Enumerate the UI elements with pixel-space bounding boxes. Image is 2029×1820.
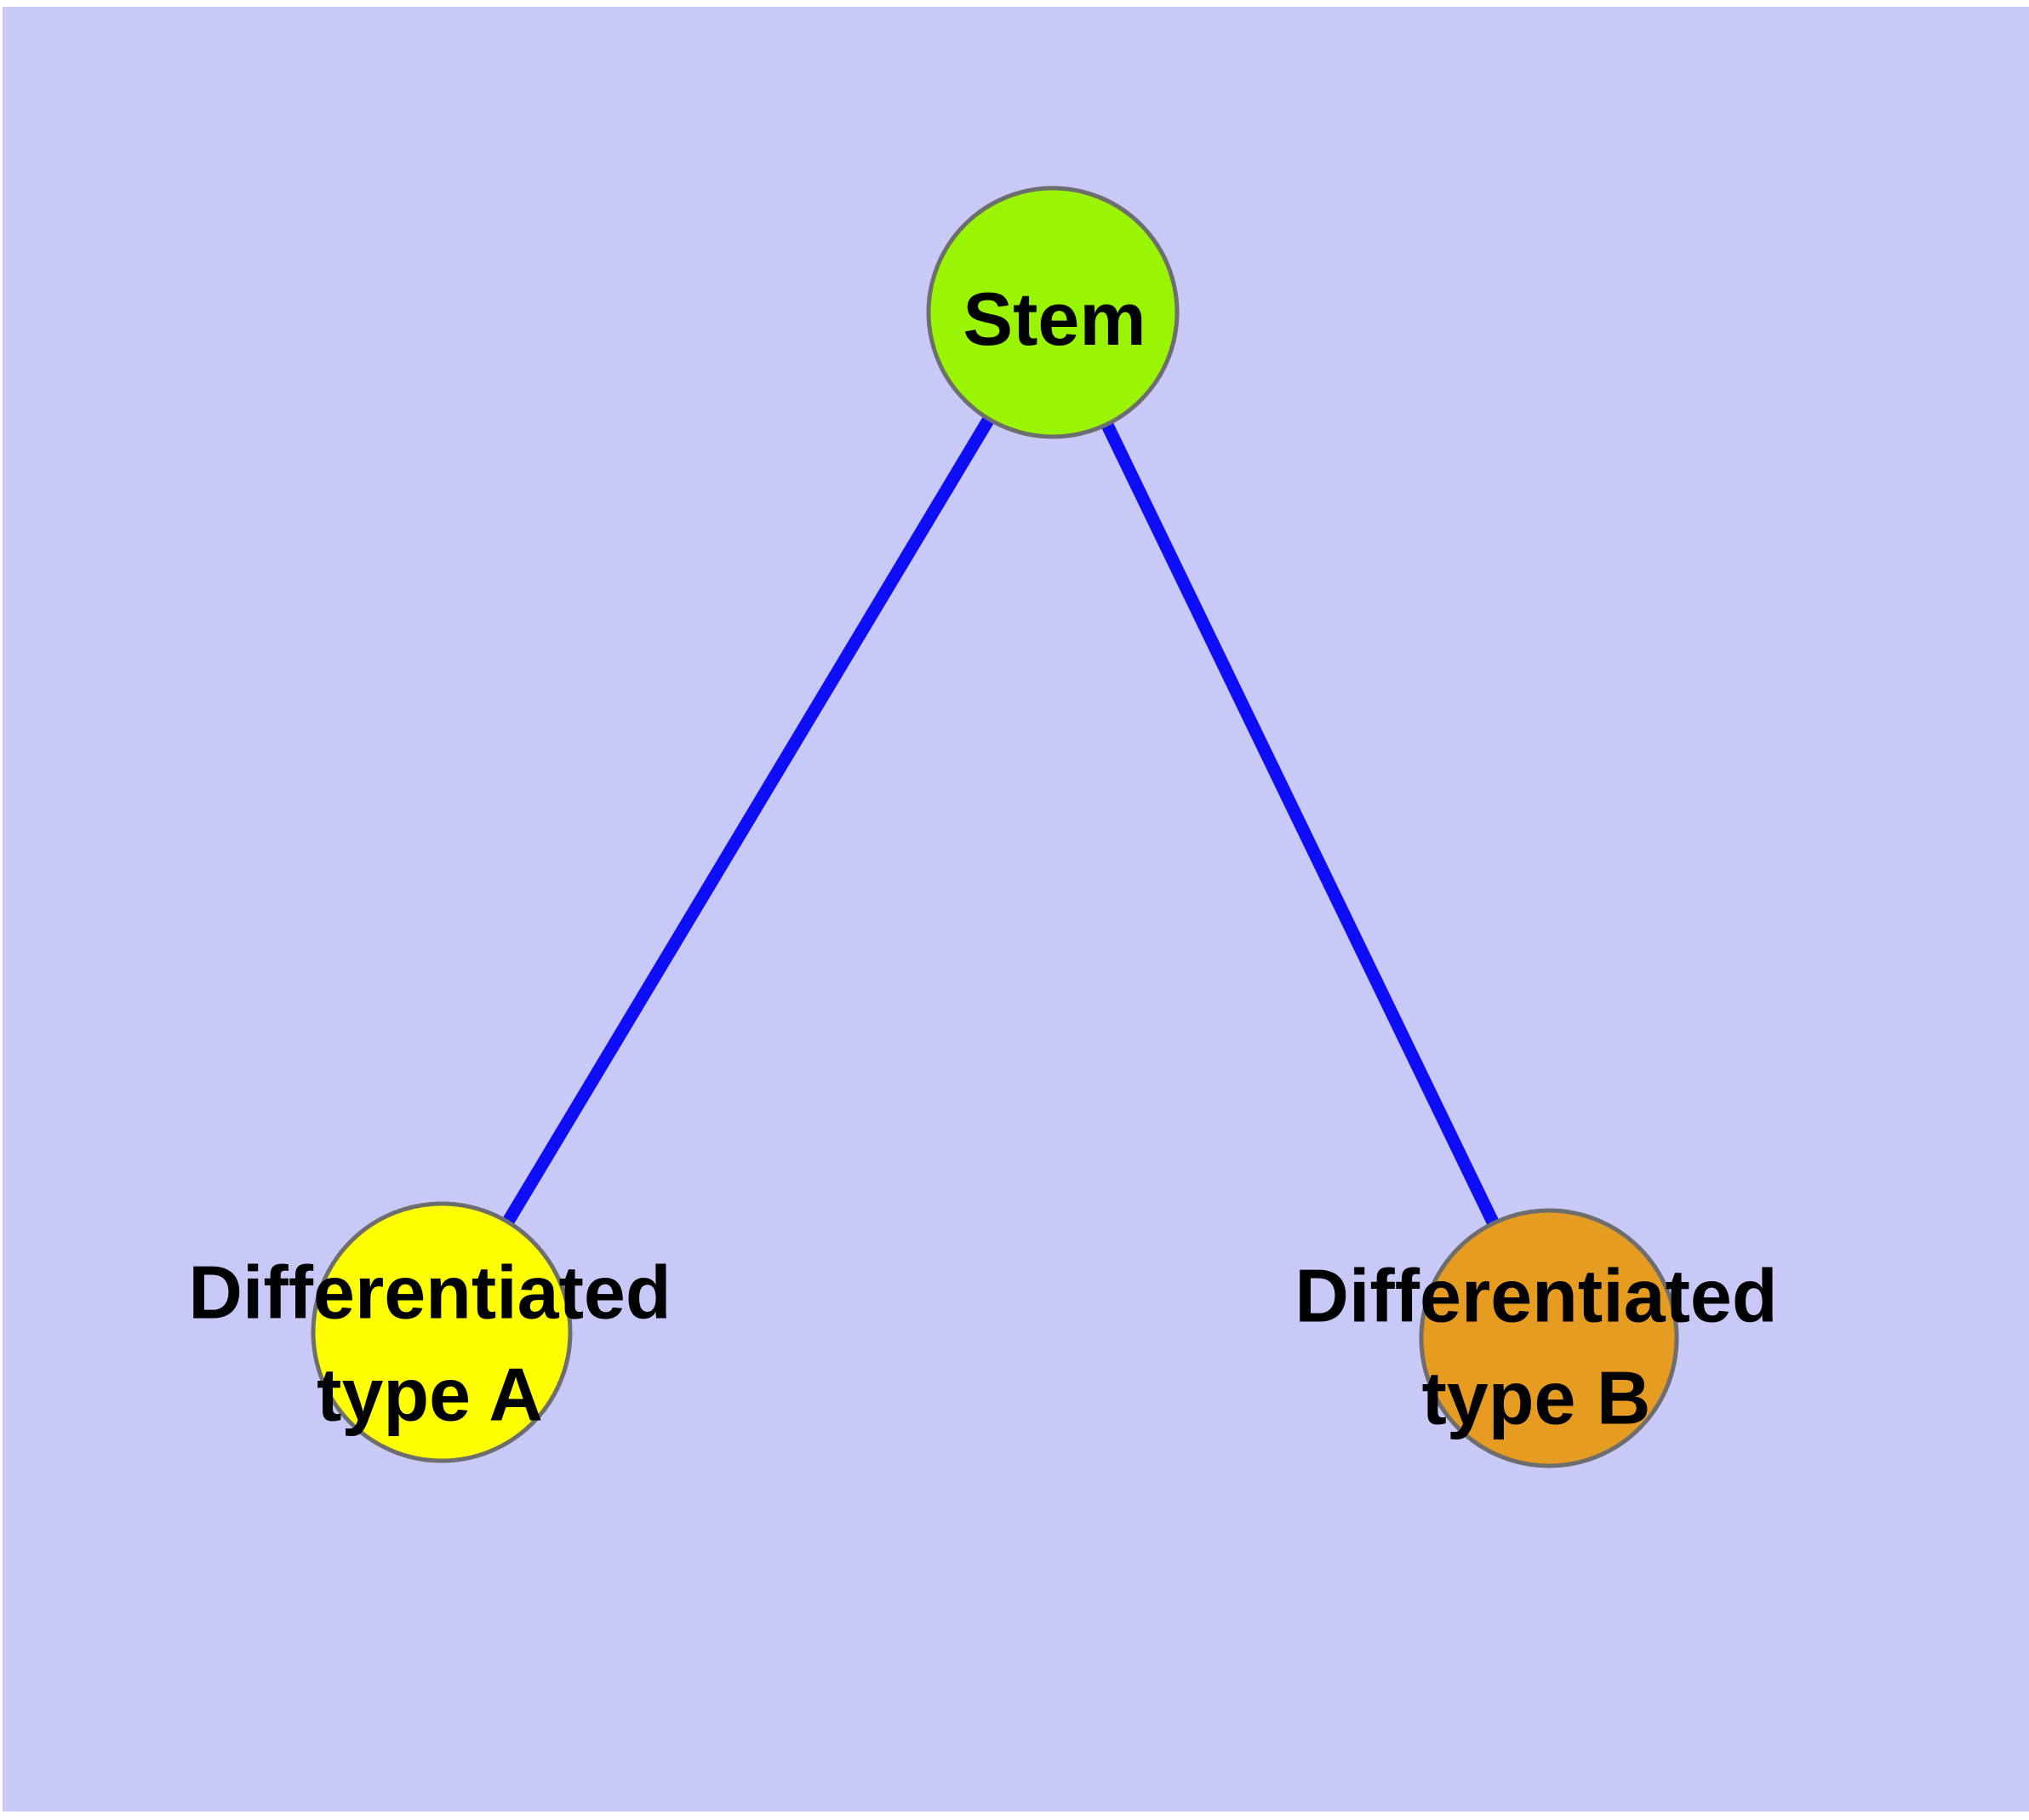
node-differentiated-type-a	[311, 1201, 573, 1463]
node-label-stem: Stem	[963, 277, 1146, 362]
edge-stem-to-typeB	[1047, 309, 1555, 1342]
node-stem	[926, 186, 1180, 439]
node-differentiated-type-b	[1419, 1208, 1679, 1468]
node-label-differentiated-type-b: Differentiated type B	[1295, 1253, 1778, 1439]
node-label-differentiated-type-a: Differentiated type A	[188, 1250, 672, 1436]
edge-stem-to-typeA	[436, 309, 1059, 1336]
